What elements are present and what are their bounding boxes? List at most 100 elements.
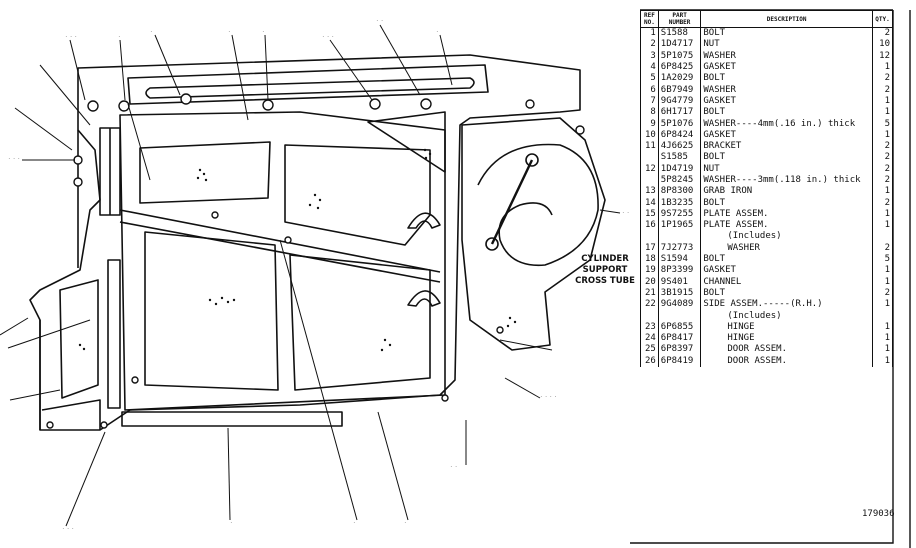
svg-text:·: ·: [353, 520, 355, 525]
part-number-cell: [658, 310, 702, 322]
part-number-cell: S1594: [658, 253, 702, 266]
description-cell: BOLT: [700, 253, 873, 266]
ref-cell: 13: [640, 186, 659, 198]
quantity-cell: 1: [884, 265, 890, 276]
ref-cell: 10: [640, 129, 659, 141]
quantity-cell: 1: [884, 220, 890, 231]
quantity-cell: 1: [884, 129, 890, 140]
outer-frame: [29, 54, 581, 431]
ref-cell: 14: [640, 197, 659, 209]
ref-cell: 3: [640, 50, 659, 62]
svg-text:·: ·: [118, 34, 120, 39]
quantity-cell: [872, 310, 892, 321]
quantity-cell: 2: [884, 73, 890, 84]
ref-cell: 8: [640, 107, 659, 119]
part-number-cell: 8P3399: [658, 265, 702, 277]
lower-channel: [107, 259, 121, 409]
quantity-cell: 10: [879, 39, 890, 50]
part-number-cell: 5P1076: [658, 118, 702, 130]
description-cell: GASKET: [700, 95, 873, 108]
ref-cell: 2: [640, 39, 659, 51]
description-cell: DOOR ASSEM.: [700, 344, 873, 356]
svg-text:·: ·: [262, 29, 264, 34]
quantity-cell: 1: [884, 107, 890, 118]
description-cell: BRACKET: [700, 140, 873, 153]
quantity-cell: 1: [884, 186, 890, 197]
ref-cell: 17: [640, 242, 659, 254]
part-number-cell: S1588: [658, 27, 702, 40]
part-number-cell: 1D4719: [658, 163, 702, 175]
part-number-cell: 7J2773: [658, 242, 702, 254]
description-cell: GRAB IRON: [700, 186, 873, 198]
table-row: (Includes): [640, 310, 893, 322]
part-number-cell: 6H1717: [658, 107, 702, 119]
quantity-cell: 2: [884, 197, 890, 208]
left-side-panel: [59, 279, 99, 399]
quantity-cell: 1: [884, 276, 890, 287]
description-header: DESCRIPTION: [700, 10, 873, 28]
grab-iron-upper: [407, 212, 441, 229]
svg-text:·: ·: [230, 520, 232, 525]
svg-text:·: ·: [228, 29, 230, 34]
part-number-cell: 6P8397: [658, 344, 702, 356]
ref-cell: 7: [640, 95, 659, 108]
ref-cell: 9: [640, 118, 659, 130]
description-cell: WASHER: [700, 84, 873, 96]
svg-text:·: ·: [150, 29, 152, 34]
svg-text:· · ·: · · ·: [62, 526, 74, 531]
part-number-cell: 9G4089: [658, 299, 702, 311]
quantity-cell: 2: [884, 287, 890, 298]
description-cell: WASHER----3mm(.118 in.) thick: [700, 174, 873, 187]
upper-right-gusset: [367, 111, 446, 173]
part-number-cell: 9S7255: [658, 208, 702, 221]
ref-cell: 22: [640, 299, 659, 311]
description-cell: BOLT: [700, 287, 873, 300]
part-number-cell: 9S401: [658, 276, 702, 288]
quantity-cell: 1: [884, 62, 890, 73]
ref-cell: 11: [640, 140, 659, 153]
part-number-cell: 1D4717: [658, 39, 702, 51]
ref-cell: [640, 174, 659, 187]
cylinder-label-line-1: CYLINDER: [581, 254, 629, 264]
ref-cell: 21: [640, 287, 659, 300]
quantity-cell: 2: [884, 175, 890, 185]
top-rail: [127, 64, 489, 105]
svg-text:·: ·: [404, 520, 406, 525]
description-cell: BOLT: [700, 73, 873, 85]
quantity-cell: 1: [884, 208, 890, 219]
description-cell: PLATE ASSEM.: [700, 220, 873, 232]
ref-cell: 5: [640, 73, 659, 85]
part-number-cell: 6P8419: [658, 355, 702, 367]
description-cell: GASKET: [700, 265, 873, 277]
ref-cell: 19: [640, 265, 659, 277]
ref-cell: 15: [640, 208, 659, 221]
svg-text:· ·: · ·: [622, 210, 629, 215]
part-number-cell: 1B3235: [658, 197, 702, 209]
part-number-cell: 6P8424: [658, 129, 702, 141]
ref-cell: 24: [640, 333, 659, 345]
part-number-cell: 6B7949: [658, 84, 702, 96]
description-cell: HINGE: [700, 321, 873, 334]
upper-right-panel: [284, 144, 431, 246]
description-cell: (Includes): [700, 231, 873, 243]
part-number-cell: 3B1915: [658, 287, 702, 300]
description-cell: DOOR ASSEM.: [700, 355, 873, 367]
part-number-cell: 1P1965: [658, 220, 702, 232]
quantity-cell: 1: [884, 355, 890, 366]
part-number-cell: 5P1075: [658, 50, 702, 62]
quantity-cell: 5: [884, 118, 890, 129]
